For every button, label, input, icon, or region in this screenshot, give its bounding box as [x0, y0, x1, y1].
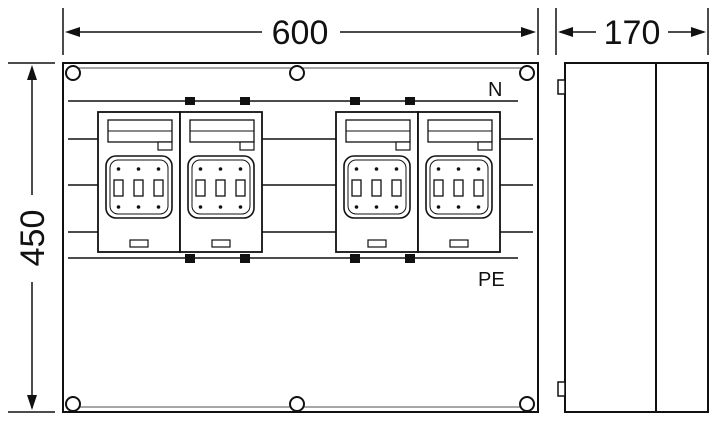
fuse-slot-icon [215, 179, 226, 197]
hinge-icon [557, 79, 566, 95]
fuse-slot-icon [351, 179, 362, 197]
front-view: N PE [62, 62, 539, 413]
depth-dimension-label: 170 [604, 14, 661, 52]
side-view-outline [564, 62, 709, 413]
fuse-slot-icon [153, 179, 164, 197]
height-dimension-label: 450 [14, 210, 52, 267]
width-dimension-label: 600 [272, 14, 329, 52]
rail-clips [185, 97, 415, 263]
fuse-unit [335, 111, 419, 253]
fuse-unit [97, 111, 181, 253]
screw-icon [289, 65, 305, 81]
screw-icon [65, 396, 81, 412]
fuse-slot-icon [113, 179, 124, 197]
fuse-unit [417, 111, 501, 253]
screw-icon [289, 396, 305, 412]
mounting-screws [65, 65, 535, 412]
busbar-pe-label: PE [478, 269, 505, 291]
fuse-slot-icon [453, 179, 464, 197]
fuse-units [97, 111, 501, 253]
screw-icon [519, 396, 535, 412]
fuse-slot-icon [433, 179, 444, 197]
fuse-slot-icon [235, 179, 246, 197]
screw-icon [65, 65, 81, 81]
fuse-slot-icon [473, 179, 484, 197]
busbar-n-label: N [488, 79, 502, 101]
depth-dimension: 170 [555, 8, 709, 55]
hinge-icon [557, 381, 566, 397]
width-dimension: 600 [62, 8, 539, 55]
fuse-slot-icon [371, 179, 382, 197]
fuse-slot-icon [391, 179, 402, 197]
fuse-unit [179, 111, 263, 253]
fuse-slot-icon [133, 179, 144, 197]
screw-icon [519, 65, 535, 81]
side-view [557, 62, 709, 413]
fuse-slot-icon [195, 179, 206, 197]
height-dimension: 450 [8, 62, 55, 413]
